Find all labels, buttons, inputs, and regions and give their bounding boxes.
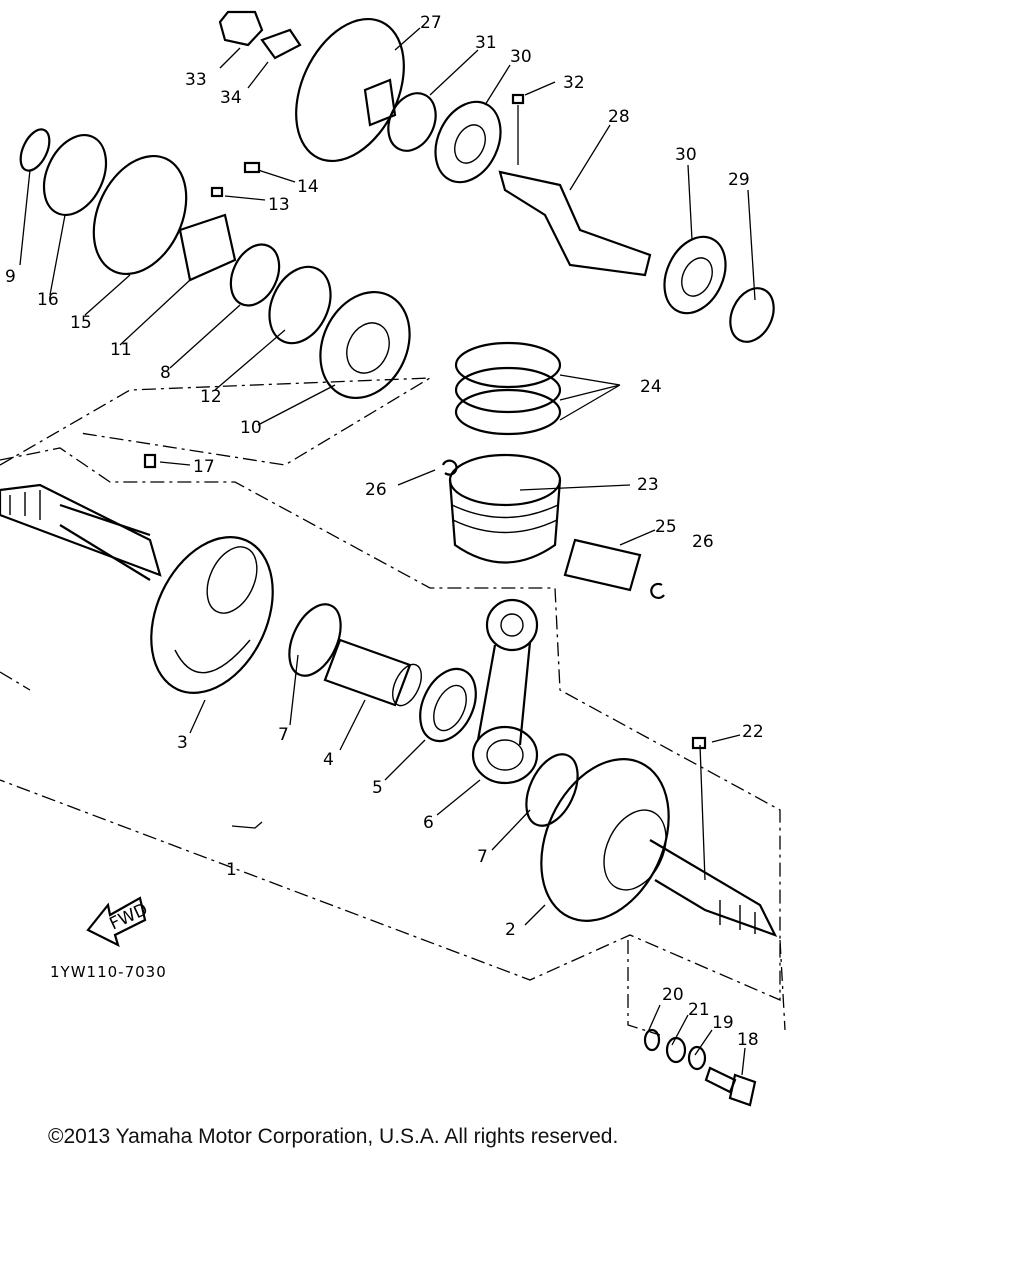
part-label-2: 2 bbox=[505, 920, 516, 940]
piston-assembly bbox=[441, 341, 665, 600]
part-label-12: 12 bbox=[200, 387, 222, 407]
part-label-11: 11 bbox=[110, 340, 132, 360]
part-number-labels: 1 2 3 4 5 6 7 7 8 9 10 11 12 13 14 15 16… bbox=[5, 13, 764, 1050]
part-label-3: 3 bbox=[177, 733, 188, 753]
part-label-19: 19 bbox=[712, 1013, 734, 1033]
part-label-18: 18 bbox=[737, 1030, 759, 1050]
copyright-notice: ©2013 Yamaha Motor Corporation, U.S.A. A… bbox=[48, 1125, 619, 1148]
part-label-6: 6 bbox=[423, 813, 434, 833]
crank-right-half bbox=[540, 758, 778, 937]
crank-pin-and-bearing bbox=[288, 603, 579, 827]
bolt-and-washers bbox=[143, 453, 757, 1107]
part-label-31: 31 bbox=[475, 33, 497, 53]
part-label-24: 24 bbox=[640, 377, 662, 397]
part-label-5: 5 bbox=[372, 778, 383, 798]
part-label-27: 27 bbox=[420, 13, 442, 33]
part-label-1: 1 bbox=[226, 860, 237, 880]
part-label-15: 15 bbox=[70, 313, 92, 333]
balancer-assembly bbox=[218, 10, 775, 343]
part-label-25: 25 bbox=[655, 517, 677, 537]
part-label-30a: 30 bbox=[510, 47, 532, 67]
part-label-9: 9 bbox=[5, 267, 16, 287]
connecting-rod bbox=[471, 598, 539, 785]
part-label-32: 32 bbox=[563, 73, 585, 93]
part-label-34: 34 bbox=[220, 88, 242, 108]
forward-direction-arrow-icon: FWD bbox=[86, 896, 151, 948]
part-label-28: 28 bbox=[608, 107, 630, 127]
part-label-13: 13 bbox=[268, 195, 290, 215]
part-label-33: 33 bbox=[185, 70, 207, 90]
part-label-30b: 30 bbox=[675, 145, 697, 165]
part-label-10: 10 bbox=[240, 418, 262, 438]
part-label-4: 4 bbox=[323, 750, 334, 770]
part-label-26a: 26 bbox=[365, 480, 387, 500]
part-label-29: 29 bbox=[728, 170, 750, 190]
part-label-17: 17 bbox=[193, 457, 215, 477]
part-label-20: 20 bbox=[662, 985, 684, 1005]
part-label-8: 8 bbox=[160, 363, 171, 383]
bearings-and-seals bbox=[19, 128, 411, 400]
part-label-7b: 7 bbox=[477, 847, 488, 867]
part-label-14: 14 bbox=[297, 177, 319, 197]
part-label-7a: 7 bbox=[278, 725, 289, 745]
part-label-22: 22 bbox=[742, 722, 764, 742]
leader-lines bbox=[19, 27, 756, 1076]
part-label-23: 23 bbox=[637, 475, 659, 495]
drawing-code: 1YW110-7030 bbox=[50, 963, 167, 981]
crank-left-half bbox=[0, 483, 274, 694]
part-label-16: 16 bbox=[37, 290, 59, 310]
assembly-boundaries bbox=[0, 377, 786, 1036]
part-label-21: 21 bbox=[688, 1000, 710, 1020]
part-label-26b: 26 bbox=[692, 532, 714, 552]
